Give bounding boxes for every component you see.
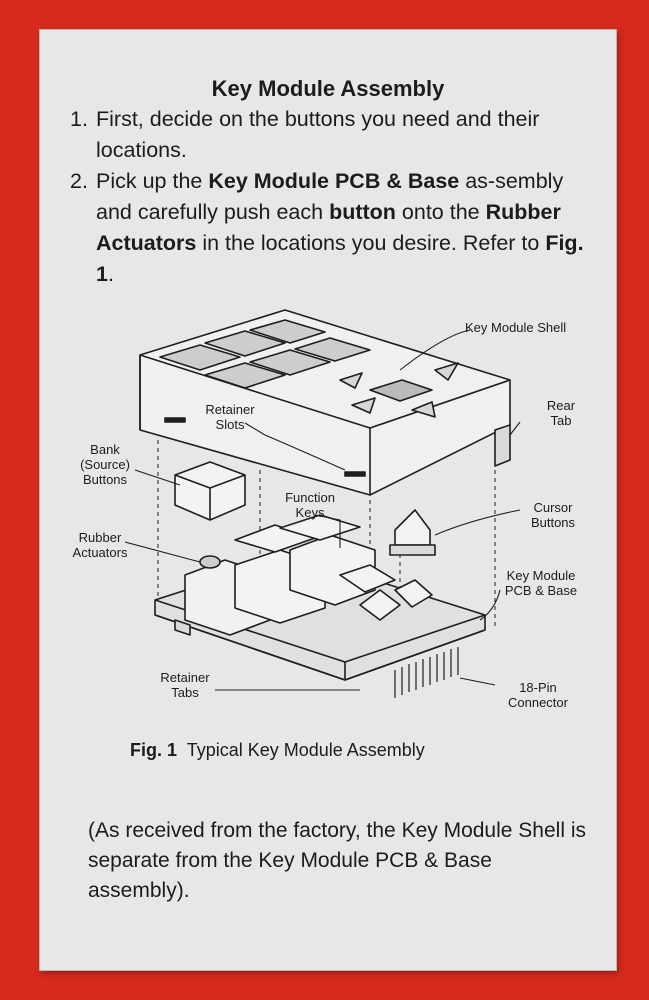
step-2-bold-pcb-base: Key Module PCB & Base [208, 169, 460, 193]
label-rubber-actuators: Rubber Actuators [72, 530, 128, 560]
label-rear-tab: Rear Tab [546, 398, 576, 428]
label-bank-buttons: Bank (Source) Buttons [80, 442, 130, 487]
factory-note: (As received from the factory, the Key M… [88, 819, 586, 902]
label-pcb-base: Key Module PCB & Base [504, 568, 578, 598]
step-2-text-d: in the locations you desire. Refer to [196, 231, 546, 255]
step-2-text-b: as-sembly and carefully push each [96, 169, 564, 224]
step-2-text-e: . [107, 262, 114, 286]
step-1-number: 1. [70, 107, 88, 131]
figure-caption-text: Typical Key Module Assembly [186, 740, 425, 760]
step-2-text-a: Pick up the [96, 169, 209, 193]
section-heading: Key Module Assembly [211, 76, 445, 101]
step-2-bold-fig-ref: Fig. 1 [96, 231, 584, 286]
step-1-text: First, decide on the buttons you need an… [96, 107, 540, 162]
instruction-card: Key Module Assembly 1. First, decide on … [40, 30, 616, 970]
step-2-text-c: onto the [395, 200, 486, 224]
step-2-text: Pick up the Key Module PCB & Base as-sem… [96, 166, 596, 290]
figure-caption: Fig. 1 Typical Key Module Assembly [130, 740, 425, 761]
assembly-illustration [124, 309, 521, 698]
label-key-module-shell: Key Module Shell [465, 320, 567, 335]
figure-caption-number: Fig. 1 [130, 740, 178, 760]
key-module-shell-drawing [139, 309, 511, 496]
label-retainer-slots: Retainer Slots [205, 402, 255, 432]
label-function-keys: Function Keys [285, 490, 335, 520]
label-retainer-tabs: Retainer Tabs [160, 670, 210, 700]
step-2-number: 2. [70, 169, 88, 193]
bank-button-drawing [174, 461, 246, 521]
step-2-bold-rubber-actuators: Rubber Actuators [96, 200, 561, 255]
label-cursor-buttons: Cursor Buttons [530, 500, 576, 530]
pcb-base-drawing [154, 514, 486, 698]
step-2-bold-button: button [329, 200, 396, 224]
cursor-button-drawing [389, 509, 436, 556]
label-18-pin-connector: 18-Pin Connector [508, 680, 568, 710]
